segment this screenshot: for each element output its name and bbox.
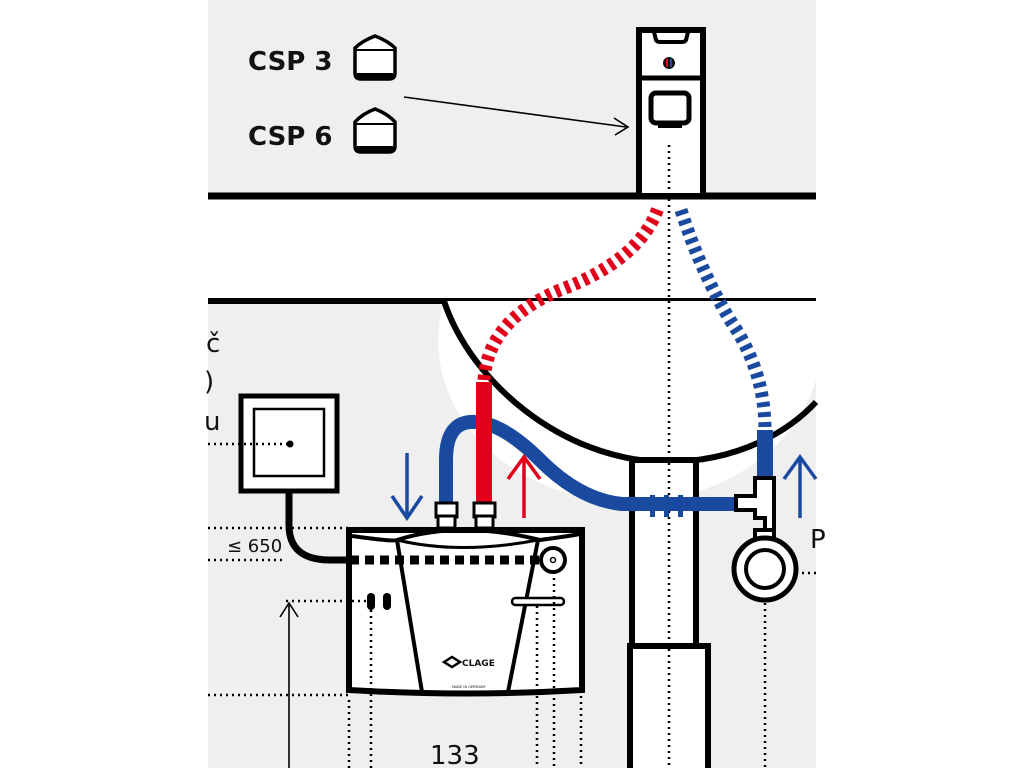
cut-text-3: u bbox=[204, 407, 220, 437]
brand-sublabel: MADE IN GERMANY bbox=[452, 685, 487, 689]
dimension-max-height: ≤ 650 bbox=[227, 536, 282, 557]
fuse-box bbox=[238, 393, 340, 494]
cold-inlet-arrow-icon bbox=[390, 453, 424, 522]
mounting-hole-icon bbox=[383, 593, 391, 610]
model-label-csp3: CSP 3 bbox=[248, 47, 333, 77]
sensor-window bbox=[648, 90, 692, 126]
hot-flex-hose bbox=[477, 205, 665, 381]
hot-outlet-arrow-icon bbox=[506, 454, 542, 518]
faucet bbox=[636, 27, 706, 199]
height-arrowhead bbox=[279, 601, 299, 618]
hose-clamps bbox=[650, 495, 683, 517]
cut-text-1: č bbox=[206, 329, 220, 359]
cold-water-hose bbox=[439, 414, 740, 511]
mounting-slot-icon bbox=[510, 596, 566, 607]
cold-supply-pipe bbox=[757, 430, 773, 480]
drain-trap bbox=[627, 643, 711, 768]
temperature-indicator-icon bbox=[663, 57, 675, 69]
power-cable bbox=[285, 491, 350, 564]
water-heater: CLAGE MADE IN GERMANY bbox=[346, 527, 585, 697]
dimension-width: 133 bbox=[430, 741, 480, 768]
pointer-line bbox=[403, 96, 627, 128]
cold-flex-hose bbox=[674, 208, 772, 431]
reset-button-icon bbox=[539, 546, 567, 574]
drain-pipe bbox=[629, 457, 699, 653]
clage-logo-icon bbox=[441, 655, 463, 669]
cold-supply-arrow-icon bbox=[782, 454, 818, 518]
cut-text-2: ) bbox=[204, 367, 214, 397]
heater-connector-hot bbox=[472, 501, 497, 530]
cut-text-right: P bbox=[810, 525, 826, 555]
tank-icon bbox=[353, 107, 397, 154]
tank-icon bbox=[353, 34, 397, 81]
pointer-arrowhead bbox=[613, 117, 630, 136]
heater-connector-cold bbox=[434, 501, 459, 530]
model-label-csp6: CSP 6 bbox=[248, 122, 333, 152]
hot-water-pipe bbox=[476, 382, 492, 506]
brand-label: CLAGE bbox=[462, 659, 495, 669]
countertop bbox=[208, 196, 816, 302]
angle-valve bbox=[731, 476, 799, 603]
